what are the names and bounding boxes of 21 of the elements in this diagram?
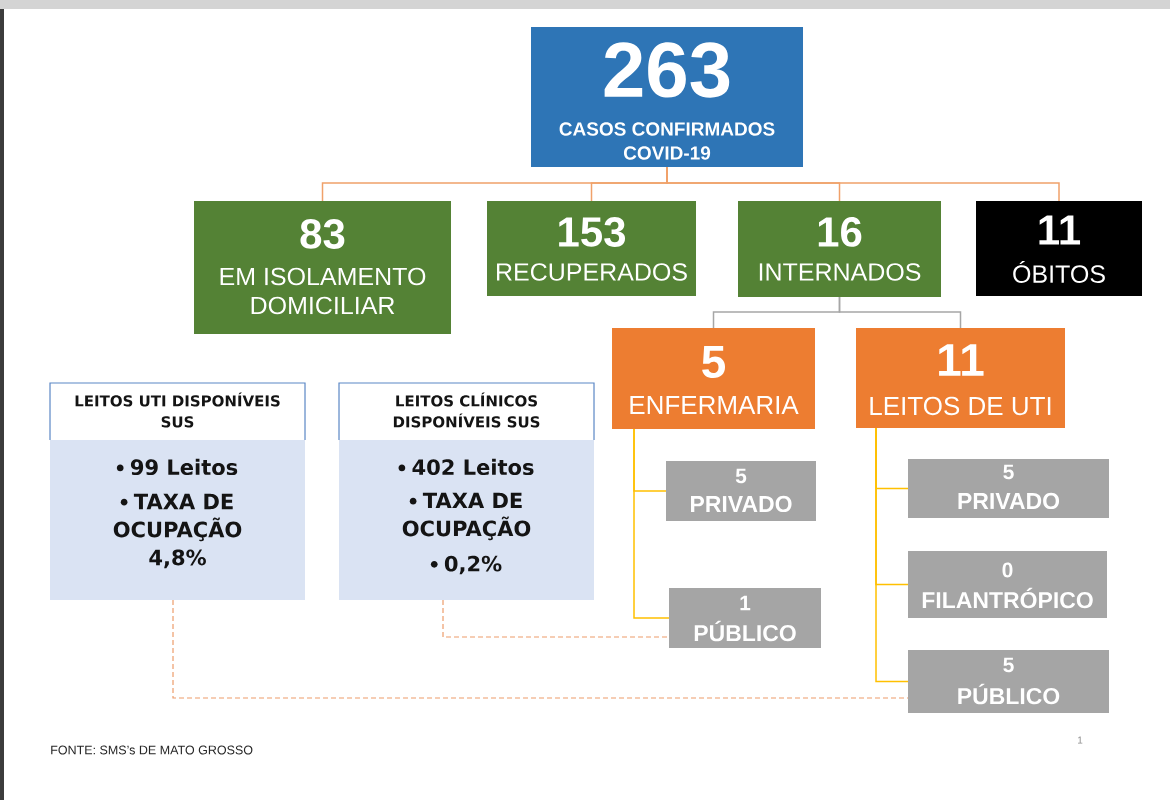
count-box: 5 ENFERMARIA (612, 328, 815, 429)
page-number: 1 (1078, 736, 1083, 744)
dashed-line (172, 599, 909, 699)
count-box: 5 PRIVADO (666, 461, 816, 521)
info-panel: LEITOS UTI DISPONÍVEIS SUS 99 Leitos TAXA DE OCUPAÇÃO 4,8% (49, 382, 306, 600)
count-box: 5 PRIVADO (908, 459, 1109, 518)
count-box: 263 CASOS CONFIRMADOS COVID-19 (531, 27, 803, 167)
connector-line (666, 166, 1060, 202)
connector-line (838, 296, 962, 329)
source-note: FONTE: SMS’s DE MATO GROSSO (51, 745, 253, 755)
count-box: 16 INTERNADOS (738, 201, 941, 297)
count-box: 11 LEITOS DE UTI (856, 328, 1065, 428)
count-box: 1 PÚBLICO (669, 588, 821, 648)
count-box: 153 RECUPERADOS (487, 201, 696, 296)
count-box: 11 ÓBITOS (976, 201, 1142, 296)
count-box: 5 PÚBLICO (908, 650, 1109, 713)
info-panel: LEITOS CLÍNICOS DISPONÍVEIS SUS 402 Leitos TAXA DE OCUPAÇÃO 0,2% (338, 382, 595, 600)
count-box: 0 FILANTRÓPICO (908, 551, 1107, 618)
count-box: 83 EM ISOLAMENTO DOMICILIAR (194, 201, 451, 334)
connector-line (875, 427, 909, 683)
connector-line (633, 428, 670, 619)
